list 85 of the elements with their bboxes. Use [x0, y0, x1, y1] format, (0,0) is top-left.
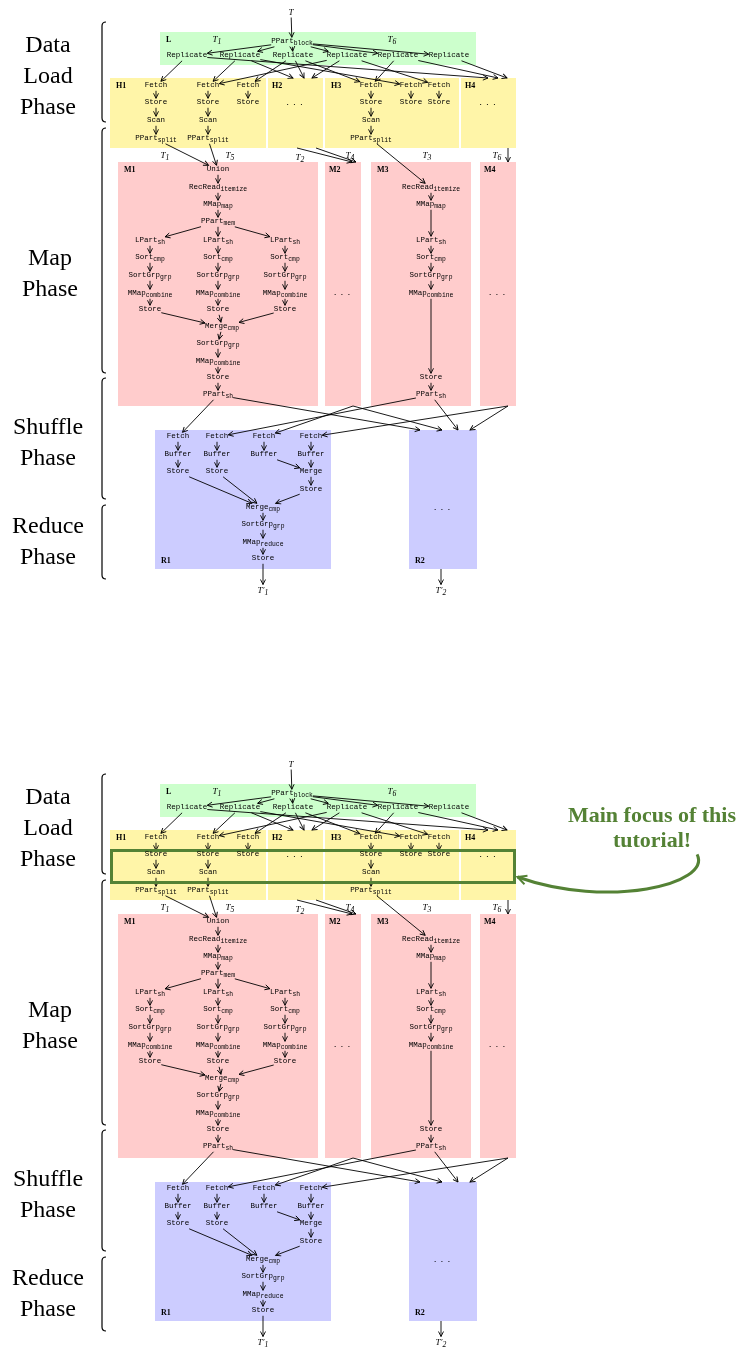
phase-label: Reduce Phase: [11, 1263, 85, 1323]
host-box: [325, 830, 459, 900]
box-heading: R2: [415, 557, 425, 565]
dataset-label: T′$_{1}$: [257, 1336, 269, 1348]
box-heading: M4: [484, 166, 496, 174]
dataset-label: T′$_{2}$: [435, 584, 447, 596]
phase-label: Shuffle Phase: [11, 1164, 85, 1224]
phase-label: Data Load Phase: [19, 29, 77, 121]
dataset-label: T: [288, 6, 294, 18]
host-box: [110, 78, 266, 148]
box-heading: H3: [331, 834, 342, 842]
reducer-box: [409, 430, 477, 569]
box-heading: M3: [377, 918, 389, 926]
callout-text: Main focus of this tutorial!: [549, 801, 750, 853]
mapper-box: [118, 162, 318, 406]
load-box: [160, 32, 476, 65]
box-heading: M2: [329, 918, 341, 926]
edge-label: T$_{1}$: [212, 786, 222, 796]
mapper-box: [118, 914, 318, 1158]
phase-label: Shuffle Phase: [11, 412, 85, 472]
box-heading: L: [166, 36, 172, 44]
ellipsis: ...: [432, 1256, 454, 1264]
edge-label: T$_{3}$: [422, 150, 432, 160]
ellipsis: ...: [432, 504, 454, 512]
box-heading: H2: [272, 834, 283, 842]
box-heading: H3: [331, 82, 342, 90]
phase-label: Reduce Phase: [11, 511, 85, 571]
ellipsis: ...: [478, 851, 499, 859]
edge-label: T$_{3}$: [422, 902, 432, 912]
edge-label: T$_{1}$: [212, 34, 222, 44]
mapper-box: [325, 914, 361, 1158]
edge-label: T$_{5}$: [225, 902, 235, 912]
box-heading: R2: [415, 1309, 425, 1317]
ellipsis: ...: [285, 99, 306, 107]
phase-label: Map Phase: [21, 243, 79, 303]
host-box: [268, 830, 323, 900]
ellipsis: ...: [478, 99, 499, 107]
edge-label: T$_{2}$: [295, 904, 305, 914]
phase-label: Map Phase: [21, 995, 79, 1055]
box-heading: H1: [116, 834, 127, 842]
edge-label: T$_{1}$: [160, 150, 170, 160]
box-heading: H1: [116, 82, 127, 90]
phase-label: Data Load Phase: [19, 781, 77, 873]
box-heading: R1: [161, 557, 171, 565]
box-heading: M1: [124, 918, 136, 926]
edge-label: T$_{1}$: [160, 902, 170, 912]
box-heading: H2: [272, 82, 283, 90]
edge-label: T$_{6}$: [387, 786, 397, 796]
box-heading: H4: [465, 834, 476, 842]
box-heading: M3: [377, 166, 389, 174]
edge-label: T$_{4}$: [345, 902, 355, 912]
edge-label: T$_{6}$: [387, 34, 397, 44]
host-box: [461, 830, 516, 900]
ellipsis: ...: [487, 289, 509, 297]
host-box: [268, 78, 323, 148]
box-heading: M4: [484, 918, 496, 926]
load-box: [160, 784, 476, 817]
box-heading: M2: [329, 166, 341, 174]
box-heading: R1: [161, 1309, 171, 1317]
host-box: [110, 830, 266, 900]
edge-label: T$_{6}$: [492, 150, 502, 160]
ellipsis: ...: [332, 289, 354, 297]
dataset-label: T′$_{2}$: [435, 1336, 447, 1348]
ellipsis: ...: [285, 851, 306, 859]
mapper-box: [325, 162, 361, 406]
box-heading: M1: [124, 166, 136, 174]
edge-label: T$_{4}$: [345, 150, 355, 160]
mapper-box: [480, 162, 516, 406]
reducer-box: [155, 1182, 331, 1321]
mapper-box: [480, 914, 516, 1158]
mapper-box: [371, 914, 471, 1158]
host-box: [461, 78, 516, 148]
box-heading: H4: [465, 82, 476, 90]
dataset-label: T: [288, 758, 294, 770]
edge-label: T$_{5}$: [225, 150, 235, 160]
ellipsis: ...: [332, 1041, 354, 1049]
box-heading: L: [166, 788, 172, 796]
dataset-label: T′$_{1}$: [257, 584, 269, 596]
ellipsis: ...: [487, 1041, 509, 1049]
host-box: [325, 78, 459, 148]
mapper-box: [371, 162, 471, 406]
reducer-box: [155, 430, 331, 569]
edge-label: T$_{6}$: [492, 902, 502, 912]
edge-label: T$_{2}$: [295, 152, 305, 162]
reducer-box: [409, 1182, 477, 1321]
